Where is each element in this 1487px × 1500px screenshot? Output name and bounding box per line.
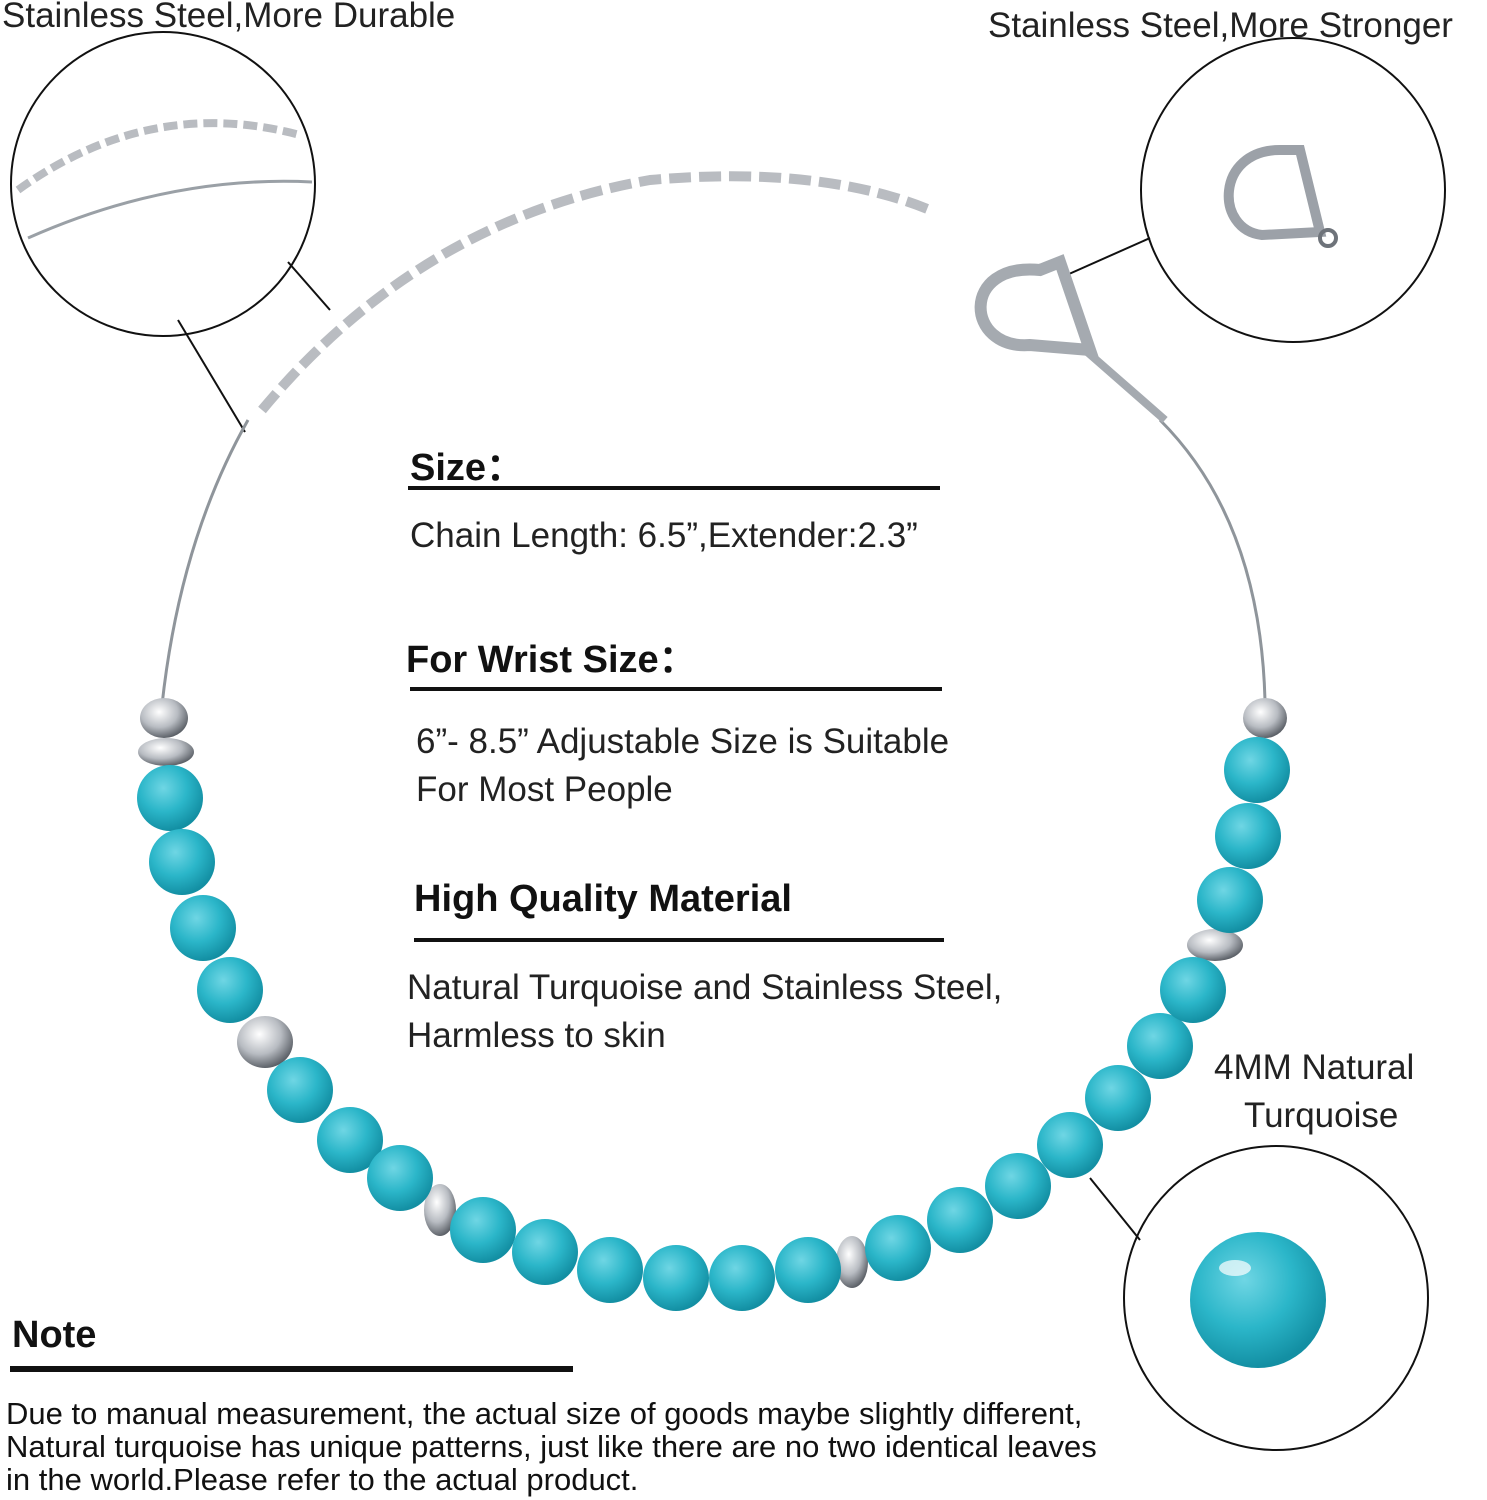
size-rule [408, 486, 940, 490]
clasp-detail-ring [1318, 228, 1338, 248]
material-line2: Harmless to skin [407, 1016, 666, 1055]
turquoise-beads [137, 737, 1290, 1311]
callout-bead-line2: Turquoise [1244, 1096, 1399, 1135]
callout-top-left: Stainless Steel,More Durable [2, 0, 456, 35]
note-rule [10, 1366, 573, 1372]
pointer-line [287, 261, 331, 311]
note-line1: Due to manual measurement, the actual si… [6, 1396, 1083, 1431]
wrist-line1: 6”- 8.5” Adjustable Size is Suitable [416, 722, 950, 761]
bead-detail-icon [1190, 1232, 1326, 1368]
wrist-line2: For Most People [416, 770, 673, 809]
bracelet-wire-right [1158, 418, 1267, 701]
chain-detail-wire [27, 179, 313, 240]
bracelet-wire-left [160, 419, 250, 706]
steel-spacers [138, 698, 1287, 1288]
pointer-line [177, 319, 246, 433]
clasp-detail-circle [1140, 37, 1446, 343]
pointer-line [1059, 237, 1151, 279]
note-line2: Natural turquoise has unique patterns, j… [6, 1429, 1097, 1464]
clasp-detail-icon [1223, 145, 1327, 241]
wrist-rule [410, 687, 942, 691]
size-heading: Size： [410, 447, 525, 489]
chain-detail-links [15, 119, 302, 194]
chain-detail-circle [10, 31, 316, 337]
lobster-clasp [974, 254, 1099, 357]
size-text: Chain Length: 6.5”,Extender:2.3” [410, 516, 918, 555]
note-line3: in the world.Please refer to the actual … [6, 1462, 639, 1497]
material-line1: Natural Turquoise and Stainless Steel, [407, 968, 1003, 1007]
callout-bead-line1: 4MM Natural [1214, 1048, 1415, 1087]
material-rule [414, 938, 944, 942]
pointer-line [1089, 1177, 1141, 1241]
bead-detail-circle [1123, 1145, 1429, 1451]
callout-top-right: Stainless Steel,More Stronger [988, 6, 1453, 45]
extender-chain [258, 171, 932, 414]
wrist-heading: For Wrist Size： [406, 639, 697, 681]
material-heading: High Quality Material [414, 878, 792, 920]
note-heading: Note [12, 1314, 97, 1356]
